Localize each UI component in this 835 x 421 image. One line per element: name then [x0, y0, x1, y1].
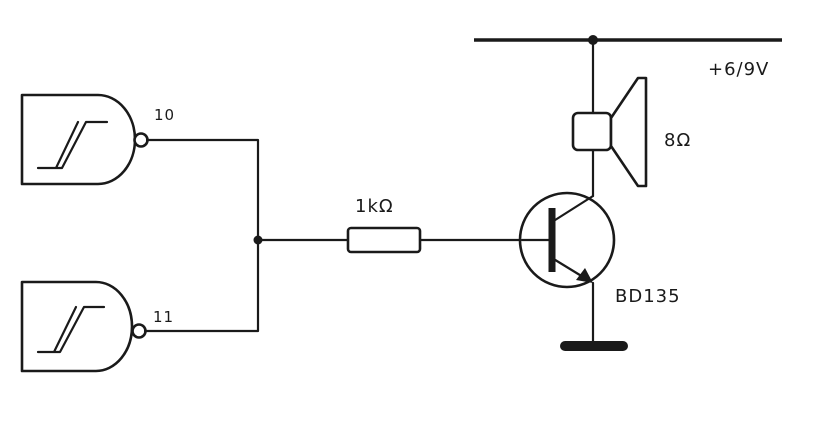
gate-bottom-output-wire: [143, 238, 260, 333]
speaker-label: 8Ω: [664, 130, 691, 151]
nand-schmitt-gate-bottom: 11: [20, 280, 174, 373]
resistor-label: 1kΩ: [355, 196, 394, 217]
emitter-arrow-icon: [576, 268, 593, 283]
inversion-bubble: [131, 323, 147, 339]
npn-transistor: BD135: [518, 191, 681, 307]
loudspeaker: 8Ω: [571, 76, 691, 188]
gate-bottom-pin-label: 11: [153, 308, 174, 326]
gate-top-pin-label: 10: [154, 106, 175, 124]
ground-symbol: [560, 341, 628, 351]
inversion-bubble: [133, 132, 149, 148]
gate-top-output-wire: [145, 138, 260, 242]
rail-junction-node: [588, 35, 598, 45]
schmitt-trigger-icon: [36, 120, 109, 170]
supply-label: +6/9V: [708, 59, 769, 80]
nand-schmitt-gate-top: 10: [20, 93, 175, 186]
resistor: 1kΩ: [346, 196, 422, 254]
transistor-label: BD135: [615, 286, 681, 307]
schmitt-trigger-icon: [36, 305, 106, 354]
collector-lead: [550, 194, 595, 224]
